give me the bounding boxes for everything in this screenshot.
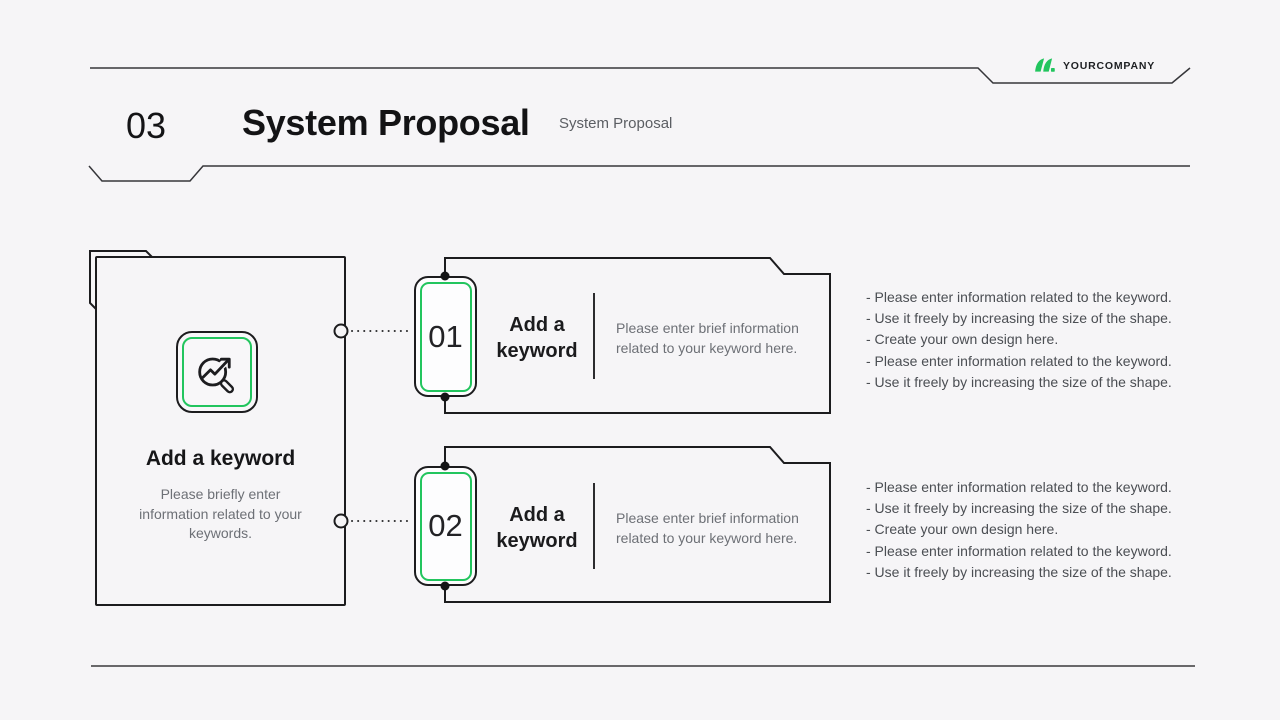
step-divider (593, 483, 595, 569)
keyword-card: Add a keyword Please briefly enter infor… (95, 256, 346, 606)
note-line: - Use it freely by increasing the size o… (866, 310, 1172, 327)
search-trend-icon-border (181, 336, 252, 407)
step-badge-01: 01 (414, 276, 477, 397)
step-notes-02: - Please enter information related to th… (866, 477, 1172, 583)
note-line: - Use it freely by increasing the size o… (866, 500, 1172, 517)
brand: YOURCOMPANY (1034, 57, 1155, 74)
note-line: - Please enter information related to th… (866, 542, 1172, 559)
brand-name: YOURCOMPANY (1063, 59, 1156, 72)
header-rule-bottom (88, 165, 1190, 182)
step-description: Please enter brief information related t… (616, 320, 799, 356)
step-title: Add a keyword (496, 314, 578, 362)
step-badge-02-border: 02 (419, 471, 472, 581)
note-line: - Please enter information related to th… (866, 352, 1172, 369)
note-line: - Create your own design here. (866, 521, 1059, 538)
step-divider (593, 293, 595, 379)
note-line: - Please enter information related to th… (866, 479, 1172, 495)
search-trend-icon (197, 356, 234, 393)
step-number: 02 (428, 508, 463, 543)
brand-logo-icon (1035, 58, 1055, 72)
step-badge-01-border: 01 (419, 281, 472, 392)
step-title: Add a keyword (496, 504, 578, 552)
header-rule-top (90, 67, 1191, 84)
page-title: System Proposal (242, 102, 530, 143)
step-notes-01: - Please enter information related to th… (866, 287, 1172, 393)
section-number: 03 (126, 105, 167, 146)
note-line: - Please enter information related to th… (866, 289, 1172, 305)
card-description: Please briefly enter information related… (139, 486, 302, 541)
note-line: - Create your own design here. (866, 331, 1059, 348)
step-number: 01 (428, 318, 463, 354)
card-title: Add a keyword (145, 447, 296, 470)
search-trend-icon-frame (176, 331, 258, 413)
note-line: - Use it freely by increasing the size o… (866, 373, 1172, 390)
step-badge-02: 02 (414, 466, 477, 586)
page-subtitle: System Proposal (559, 115, 673, 132)
step-description: Please enter brief information related t… (616, 510, 799, 546)
note-line: - Use it freely by increasing the size o… (866, 563, 1172, 580)
